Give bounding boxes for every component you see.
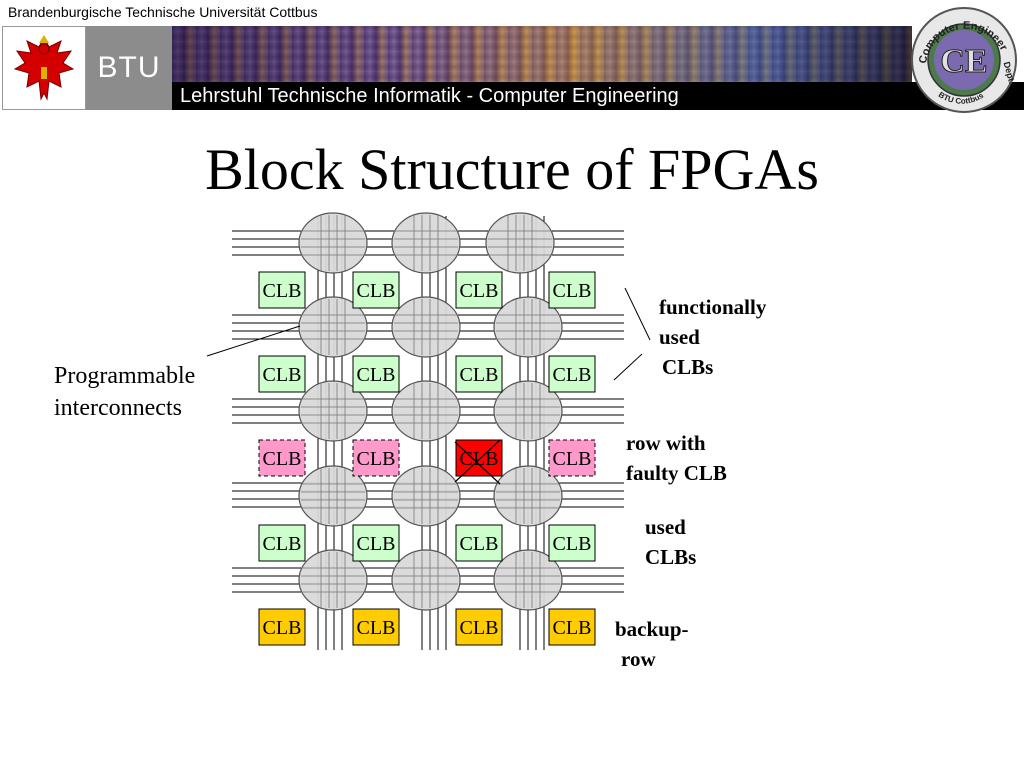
clb-label: CLB (460, 280, 499, 302)
clb-block-used (258, 355, 306, 393)
clb-block-faulty (455, 439, 503, 477)
interconnect-switch (391, 296, 461, 358)
annotation-line: CLBs (662, 355, 714, 379)
clb-label: CLB (553, 364, 592, 386)
pointer-functionally-used-top (624, 287, 651, 341)
clb-block-backup (455, 608, 503, 646)
clb-block-disabled (548, 439, 596, 477)
clb-label: CLB (553, 448, 592, 470)
clb-label: CLB (263, 617, 302, 639)
clb-label: CLB (553, 617, 592, 639)
interconnect-switch (391, 212, 461, 274)
clb-label: CLB (263, 448, 302, 470)
clb-label: CLB (357, 533, 396, 555)
slide-title: Block Structure of FPGAs (205, 137, 819, 202)
annotation-used: used CLBs (645, 512, 696, 572)
interconnect-switch (493, 465, 563, 527)
interconnect-switch (493, 380, 563, 442)
interconnect-switch (298, 296, 368, 358)
university-name: Brandenburgische Technische Universität … (8, 4, 318, 20)
interconnect-switch (391, 465, 461, 527)
clb-block-backup (352, 608, 400, 646)
annotation-backup-row: backup- row (615, 614, 689, 674)
clb-block-used (352, 524, 400, 562)
reroute-line (454, 439, 501, 483)
reroute-line (454, 441, 501, 485)
clb-label: CLB (263, 280, 302, 302)
interconnect-switch (298, 380, 368, 442)
pointer-programmable (206, 325, 301, 357)
annotation-line: Programmable (54, 363, 196, 389)
clb-label: CLB (357, 364, 396, 386)
annotation-line: interconnects (54, 395, 182, 421)
annotation-faulty-row: row with faulty CLB (626, 428, 727, 488)
annotation-line: used (659, 325, 700, 349)
annotation-line: row (621, 647, 656, 671)
clb-label: CLB (553, 280, 592, 302)
clb-block-used (548, 271, 596, 309)
clb-label: CLB (357, 617, 396, 639)
annotation-line: functionally (659, 295, 767, 319)
ce-logo: Computer Engineering Dept. BTU Cottbus C… (908, 4, 1017, 113)
crest-logo (2, 26, 86, 110)
clb-block-used (455, 524, 503, 562)
interconnect-switch (493, 296, 563, 358)
interconnect-switch (391, 549, 461, 611)
annotation-line: CLBs (645, 545, 697, 569)
clb-block-used (258, 271, 306, 309)
eagle-crest-icon (13, 35, 75, 101)
clb-block-used (548, 524, 596, 562)
clb-label: CLB (460, 617, 499, 639)
clb-label: CLB (263, 364, 302, 386)
clb-label: CLB (460, 533, 499, 555)
annotation-line: backup- (615, 617, 689, 641)
clb-block-disabled (352, 439, 400, 477)
clb-block-used (455, 355, 503, 393)
clb-block-backup (548, 608, 596, 646)
interconnect-switch (298, 465, 368, 527)
clb-label: CLB (460, 364, 499, 386)
annotation-line: row with (626, 431, 706, 455)
chair-name: Lehrstuhl Technische Informatik - Comput… (180, 85, 679, 107)
clb-block-used (548, 355, 596, 393)
header-black-bar (172, 82, 1024, 110)
pointer-functionally-used-bottom (613, 353, 643, 381)
annotation-functionally-used: functionally used CLBs (659, 292, 766, 382)
clb-block-backup (258, 608, 306, 646)
clb-block-used (352, 271, 400, 309)
clb-block-disabled (258, 439, 306, 477)
clb-label: CLB (357, 280, 396, 302)
ce-logo-center: CE (940, 43, 987, 80)
clb-label: CLB (263, 533, 302, 555)
clb-block-used (455, 271, 503, 309)
clb-label: CLB (357, 448, 396, 470)
annotation-line: used (645, 515, 686, 539)
interconnect-switch (298, 212, 368, 274)
clb-block-used (258, 524, 306, 562)
interconnect-switch (298, 549, 368, 611)
interconnect-switch (493, 549, 563, 611)
annotation-programmable-interconnects: Programmable interconnects (54, 360, 195, 424)
clb-block-used (352, 355, 400, 393)
clb-label: CLB (553, 533, 592, 555)
interconnect-switch (485, 212, 555, 274)
interconnect-switch (391, 380, 461, 442)
btu-logo: BTU (86, 26, 172, 110)
header-chip-photo (172, 26, 912, 82)
annotation-line: faulty CLB (626, 461, 727, 485)
